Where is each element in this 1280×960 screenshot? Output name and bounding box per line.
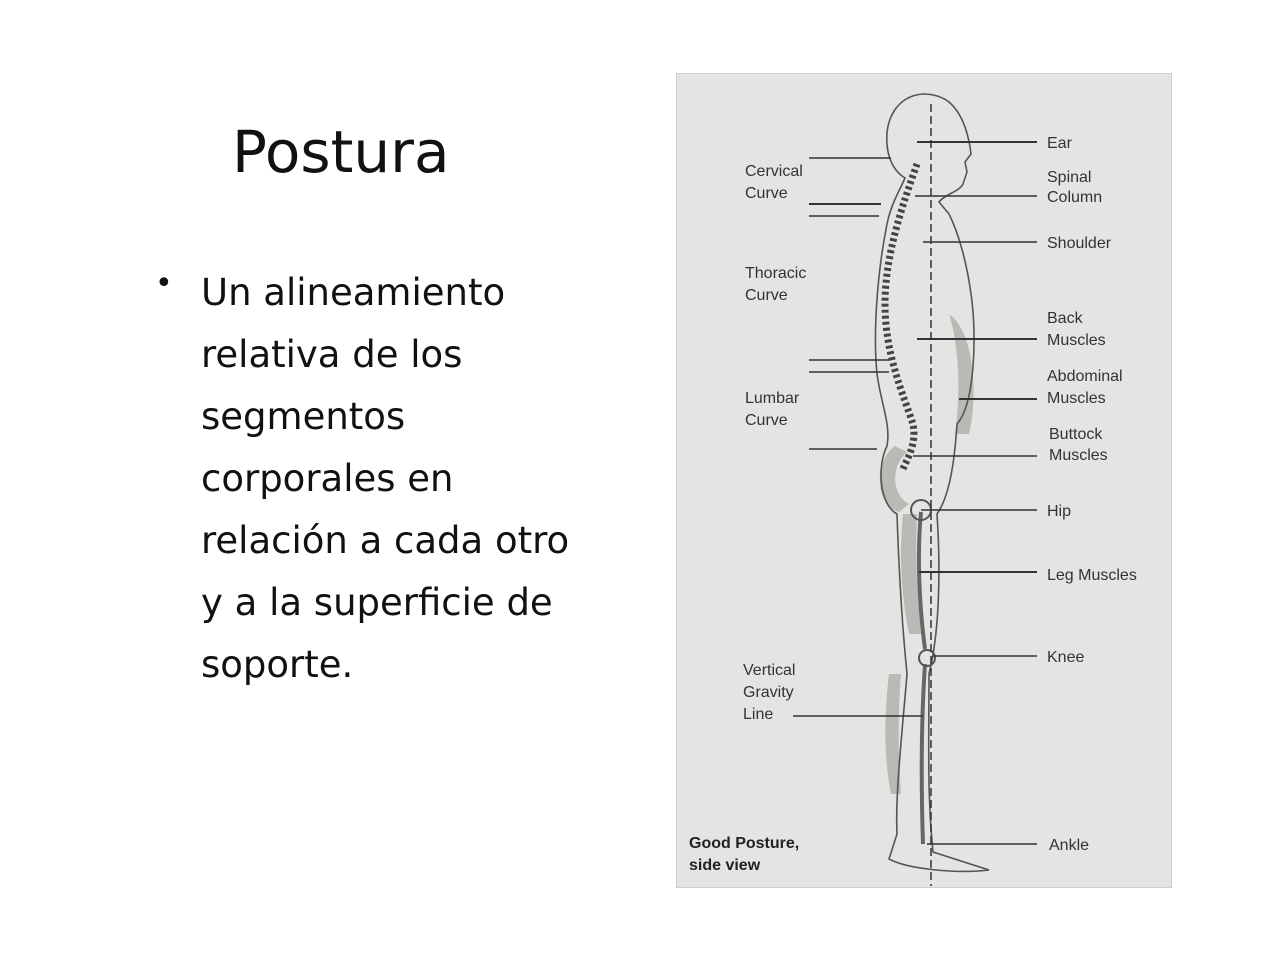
label-abdominal-muscles: Muscles [1047,390,1106,407]
label-spinal: Spinal [1047,169,1091,186]
label-back: Back [1047,310,1084,327]
bullet-line: Un alineamiento [201,271,506,314]
bullet-line: relación a cada otro [201,519,570,562]
bullet-line: y a la superficie de [201,581,553,624]
caption-line-2: side view [689,857,761,874]
spine [881,162,921,471]
label-thoracic: Thoracic [745,265,806,282]
label-ear: Ear [1047,135,1073,152]
label-back-muscles: Muscles [1047,332,1106,349]
label-lumbar-curve: Curve [745,412,788,429]
label-knee: Knee [1047,649,1084,666]
bullet-line: segmentos [201,395,406,438]
label-cervical: Cervical [745,163,803,180]
posture-diagram-svg: Cervical Curve Thoracic Curve Lumbar Cur… [689,93,1137,886]
tibia-bone [919,663,927,845]
bullet-line: soporte. [201,643,354,686]
label-shoulder: Shoulder [1047,235,1112,252]
back-muscle-shade [949,314,974,434]
bullet-dot-icon: • [155,266,173,301]
label-buttock-muscles: Muscles [1049,447,1108,464]
label-cervical-curve: Curve [745,185,788,202]
label-thoracic-curve: Curve [745,287,788,304]
body-outline [874,93,990,873]
bullet-line: relativa de los [201,333,463,376]
buttock-muscle-shade [879,446,909,512]
bullet-line: corporales en [201,457,454,500]
knee-joint [918,649,936,667]
label-lumbar: Lumbar [745,390,800,407]
posture-diagram: Cervical Curve Thoracic Curve Lumbar Cur… [676,73,1172,888]
label-line: Line [743,706,773,723]
label-leg-muscles: Leg Muscles [1047,567,1137,584]
label-vertical: Vertical [743,662,795,679]
label-abdominal: Abdominal [1047,368,1123,385]
calf-muscle-shade [885,674,901,794]
femur-bone [916,511,927,650]
label-ankle: Ankle [1049,837,1089,854]
label-column: Column [1047,189,1102,206]
label-hip: Hip [1047,503,1071,520]
slide-title: Postura [232,118,450,186]
leg-muscle-shade [901,514,921,634]
label-buttock: Buttock [1049,426,1103,443]
bullet-text: Un alineamiento relativa de los segmento… [201,262,569,696]
label-gravity: Gravity [743,684,794,701]
caption-line-1: Good Posture, [689,835,799,852]
